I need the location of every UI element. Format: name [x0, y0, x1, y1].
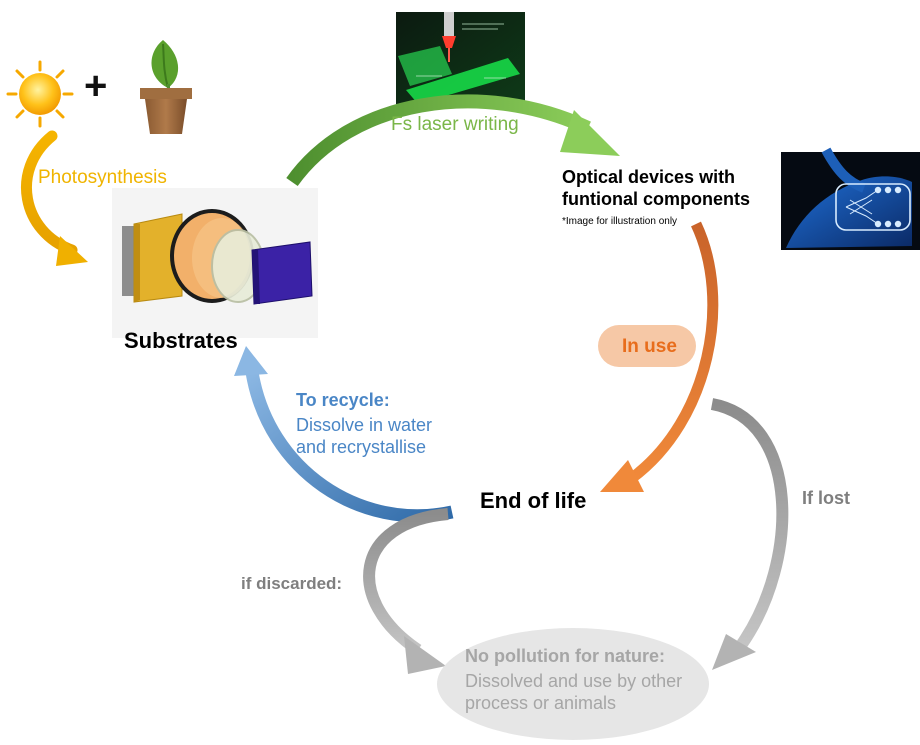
no-pollution-ellipse: [437, 628, 709, 740]
sun-icon: [6, 60, 74, 128]
recycle-title: To recycle:: [296, 390, 390, 410]
plus-sign: +: [84, 64, 108, 108]
end-of-life-label: End of life: [480, 488, 587, 513]
no-pollution-title: No pollution for nature:: [465, 646, 665, 666]
laser-writing-label: Fs laser writing: [391, 114, 519, 135]
laser-writing-arrow: [286, 94, 620, 187]
if-lost-arrow: [710, 398, 789, 670]
in-use-label: In use: [622, 336, 677, 357]
photosynthesis-label: Photosynthesis: [38, 167, 167, 188]
if-discarded-arrow: [363, 508, 449, 674]
recycle-body: Dissolve in water and recrystallise: [296, 415, 433, 457]
substrates-label: Substrates: [124, 328, 238, 353]
no-pollution-body: Dissolved and use by other process or an…: [465, 671, 683, 713]
optical-device-image: [781, 147, 920, 250]
plant-pot-icon: [140, 40, 192, 134]
illustration-note: *Image for illustration only: [562, 216, 678, 227]
photosynthesis-arrow: [21, 130, 88, 266]
in-use-pill: [598, 325, 696, 367]
in-use-arrow: [600, 221, 719, 492]
optical-substrates-image: [112, 188, 318, 338]
if-lost-label: If lost: [802, 488, 850, 508]
if-discarded-label: if discarded:: [241, 574, 343, 593]
laser-writing-image: [396, 12, 525, 104]
optical-devices-label: Optical devices with funtional component…: [562, 167, 750, 209]
